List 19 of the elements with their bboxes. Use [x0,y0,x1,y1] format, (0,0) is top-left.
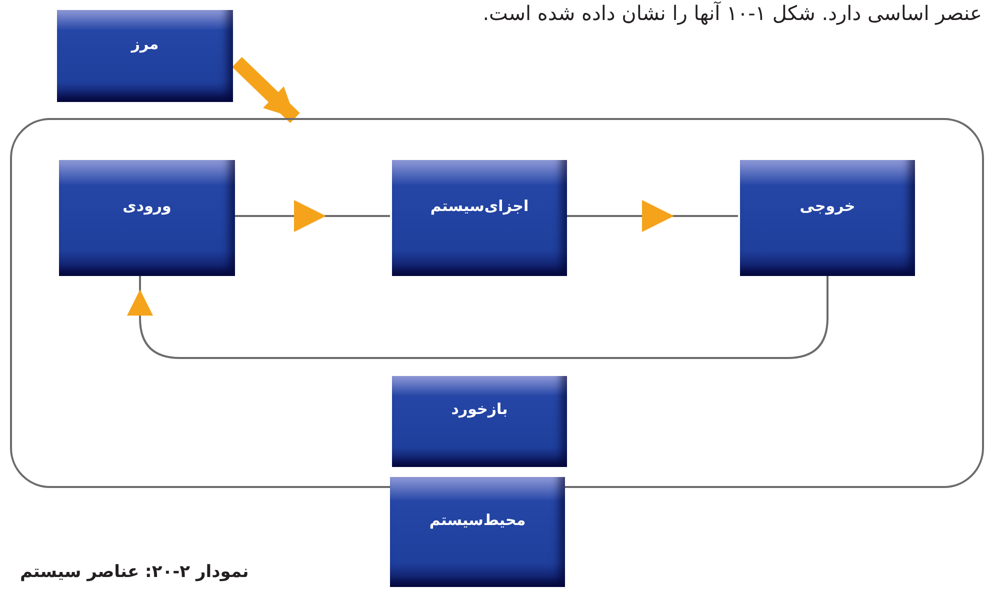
process-box [392,160,567,276]
arrow [565,200,738,232]
box-label: اجزای‌سیستم [430,196,529,217]
body-text: عنصر اساسی دارد. شکل ۱-۱۰ آنها را نشان داده شده است. [482,0,982,26]
process-box [57,10,233,102]
boundary-frame [10,118,984,488]
figure-caption: نمودار ۲-۲۰: عناصر سیستم [20,561,249,584]
box-label: محیط‌سیستم [429,510,526,531]
box-label: ورودی [122,196,172,217]
process-box [740,160,915,276]
arrow [233,200,390,232]
arrow [127,274,828,359]
box-label: مرز [131,34,159,55]
process-box [390,477,565,587]
process-box [59,160,235,276]
box-label: بازخورد [451,399,508,420]
process-box [392,376,567,467]
box-label: خروجی [800,196,856,217]
arrow [232,56,300,124]
